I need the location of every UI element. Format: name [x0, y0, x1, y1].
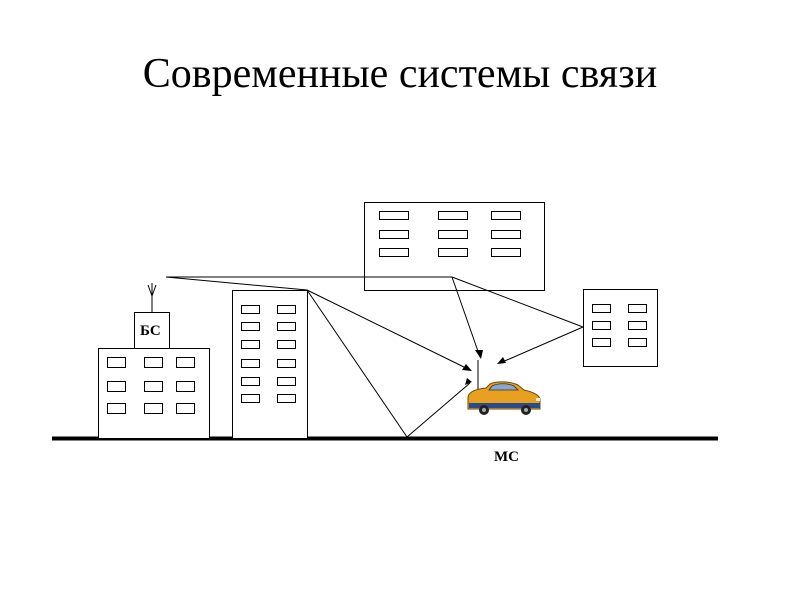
path-ground-to-mobile [406, 382, 471, 438]
path-tall-to-mobile [306, 289, 471, 371]
arrowhead-right [497, 357, 506, 364]
page-title: Современные системы связи [142, 51, 658, 97]
base-station-antenna-icon [147, 283, 157, 312]
base-station-label: БС [140, 323, 161, 339]
building-elevated [364, 202, 545, 291]
arrowhead-top [475, 350, 483, 359]
arrowhead-bottom [465, 378, 472, 385]
path-tall-to-ground [306, 289, 408, 438]
building-base-station [98, 348, 210, 439]
arrowheads [462, 350, 506, 385]
signal-paths [165, 276, 584, 438]
path-elevated-to-mobile [451, 276, 481, 358]
base-station-box [134, 312, 170, 349]
building-right [583, 289, 658, 367]
path-bs-to-tall-top [165, 276, 308, 291]
arrowhead-mid [462, 364, 472, 371]
building-tall [232, 290, 308, 439]
car-icon [467, 360, 541, 415]
path-right-to-mobile [499, 326, 584, 364]
mobile-station-label: МС [494, 449, 519, 465]
path-elevated-to-right [451, 276, 584, 328]
